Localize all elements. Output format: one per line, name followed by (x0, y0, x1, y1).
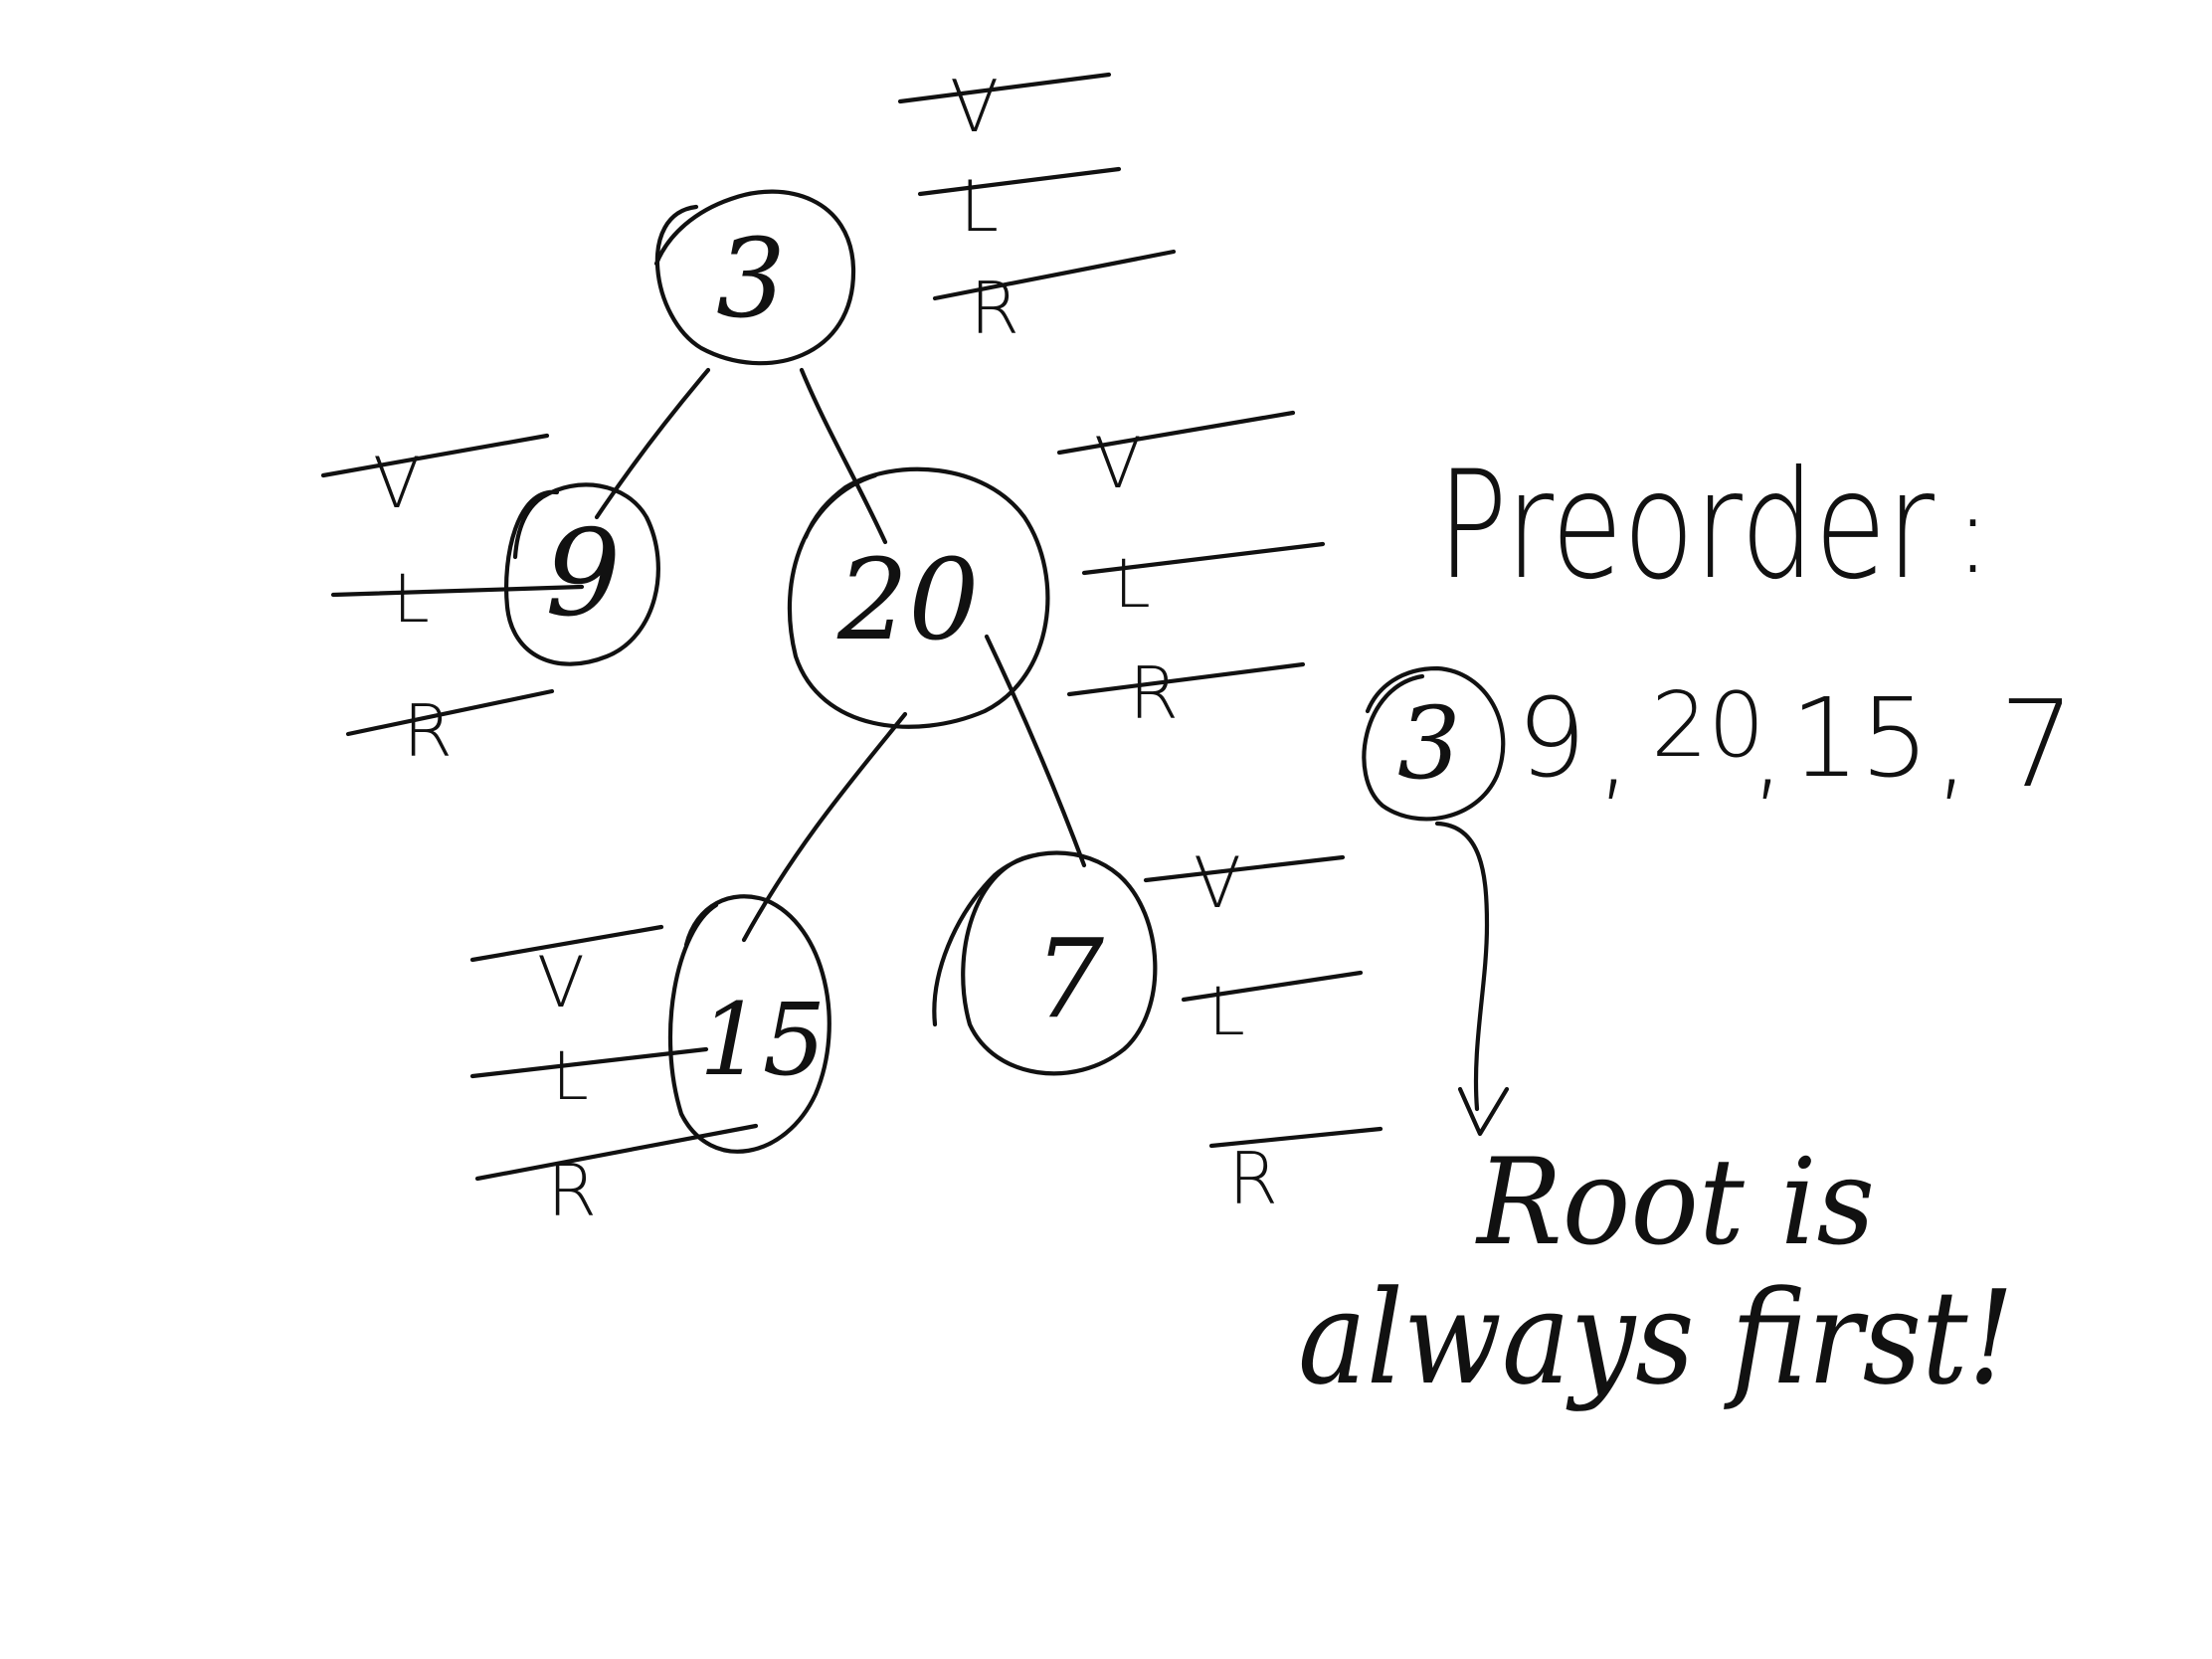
edge-3-to-9 (594, 367, 711, 520)
checklist-letter-v: V (1194, 842, 1241, 924)
node-label: 15 (699, 982, 826, 1098)
tree-node-15: 15 (667, 894, 831, 1154)
tree-edges (594, 367, 1087, 943)
strike-l (1081, 541, 1326, 576)
checklist-letter-v: V (537, 942, 585, 1023)
preorder-item-20: 20 (1651, 673, 1765, 778)
node-label: 3 (716, 215, 786, 342)
preorder-item-9: 9 (1517, 674, 1586, 802)
checklist-letter-l: L (1208, 974, 1245, 1050)
strike-r (1066, 661, 1306, 697)
preorder-sequence: 3 9 , 20 , 15 , 7 (1362, 665, 2075, 822)
node-label: 9 (545, 505, 621, 644)
checklist-node-15: V L R (469, 924, 759, 1232)
checklist-node-9: V L R (320, 433, 585, 773)
strike-v (1056, 410, 1296, 456)
preorder-title: Preorder (1437, 440, 1935, 613)
node-circle (653, 189, 856, 366)
strike-v (897, 72, 1112, 104)
edge-20-to-7 (984, 634, 1087, 868)
preorder-separator: , (1935, 684, 1969, 812)
checklist-letter-l: L (960, 166, 999, 248)
checklist-letter-l: L (1114, 546, 1151, 623)
node-label: 7 (1034, 915, 1104, 1042)
strike-r (345, 688, 555, 737)
preorder-item-7: 7 (1999, 676, 2075, 815)
strike-r (932, 249, 1177, 301)
edge-20-to-15 (741, 711, 908, 943)
node-circle (787, 466, 1050, 729)
checklist-letter-r: R (1129, 651, 1179, 735)
checklist-letter-v: V (1094, 423, 1142, 504)
preorder-first-item: 3 (1362, 665, 1506, 822)
checklist-letter-l: L (393, 561, 430, 638)
strike-v (320, 433, 550, 478)
arrow-shaft (1434, 821, 1490, 1112)
node-circle (932, 850, 1158, 1076)
note-line-1: Root is (1475, 1134, 1875, 1272)
node-label: 20 (836, 536, 980, 665)
edge-3-to-20 (799, 367, 888, 545)
tree-node-3: 3 (653, 189, 856, 366)
preorder-item-15: 15 (1790, 674, 1930, 802)
checklist-node-7: V L R (1143, 842, 1383, 1220)
strike-l (330, 584, 585, 598)
root-note: Root is always first! (1298, 1134, 2014, 1413)
strike-v (469, 924, 664, 963)
root-arrow (1434, 821, 1510, 1137)
strike-r (474, 1123, 759, 1182)
preorder-separator: , (1596, 684, 1631, 812)
node-circle (504, 482, 660, 666)
arrow-head (1457, 1086, 1510, 1137)
checklist-letter-v: V (950, 65, 999, 148)
strike-r (1208, 1126, 1383, 1149)
checklist-letter-r: R (403, 689, 453, 773)
strike-l (917, 166, 1122, 197)
node-circle (667, 894, 831, 1154)
preorder-colon: : (1954, 470, 1991, 598)
checklist-node-3: V L R (897, 65, 1177, 350)
root-highlight-circle (1362, 665, 1506, 822)
note-line-2: always first! (1298, 1262, 2014, 1413)
checklist-letter-v: V (373, 443, 421, 524)
preorder-item-3: 3 (1397, 685, 1461, 802)
checklist-letter-r: R (1228, 1137, 1278, 1220)
checklist-letter-r: R (970, 267, 1019, 350)
tree-node-20: 20 (787, 466, 1050, 729)
strike-v (1143, 854, 1346, 883)
strike-l (469, 1046, 709, 1079)
tree-node-7: 7 (932, 850, 1158, 1076)
strike-l (1181, 970, 1364, 1003)
checklist-letter-l: L (552, 1038, 589, 1115)
checklist-node-20: V L R (1056, 410, 1326, 735)
preorder-heading: Preorder : (1437, 440, 1991, 613)
tree-node-9: 9 (504, 482, 660, 666)
preorder-separator: , (1751, 684, 1785, 812)
